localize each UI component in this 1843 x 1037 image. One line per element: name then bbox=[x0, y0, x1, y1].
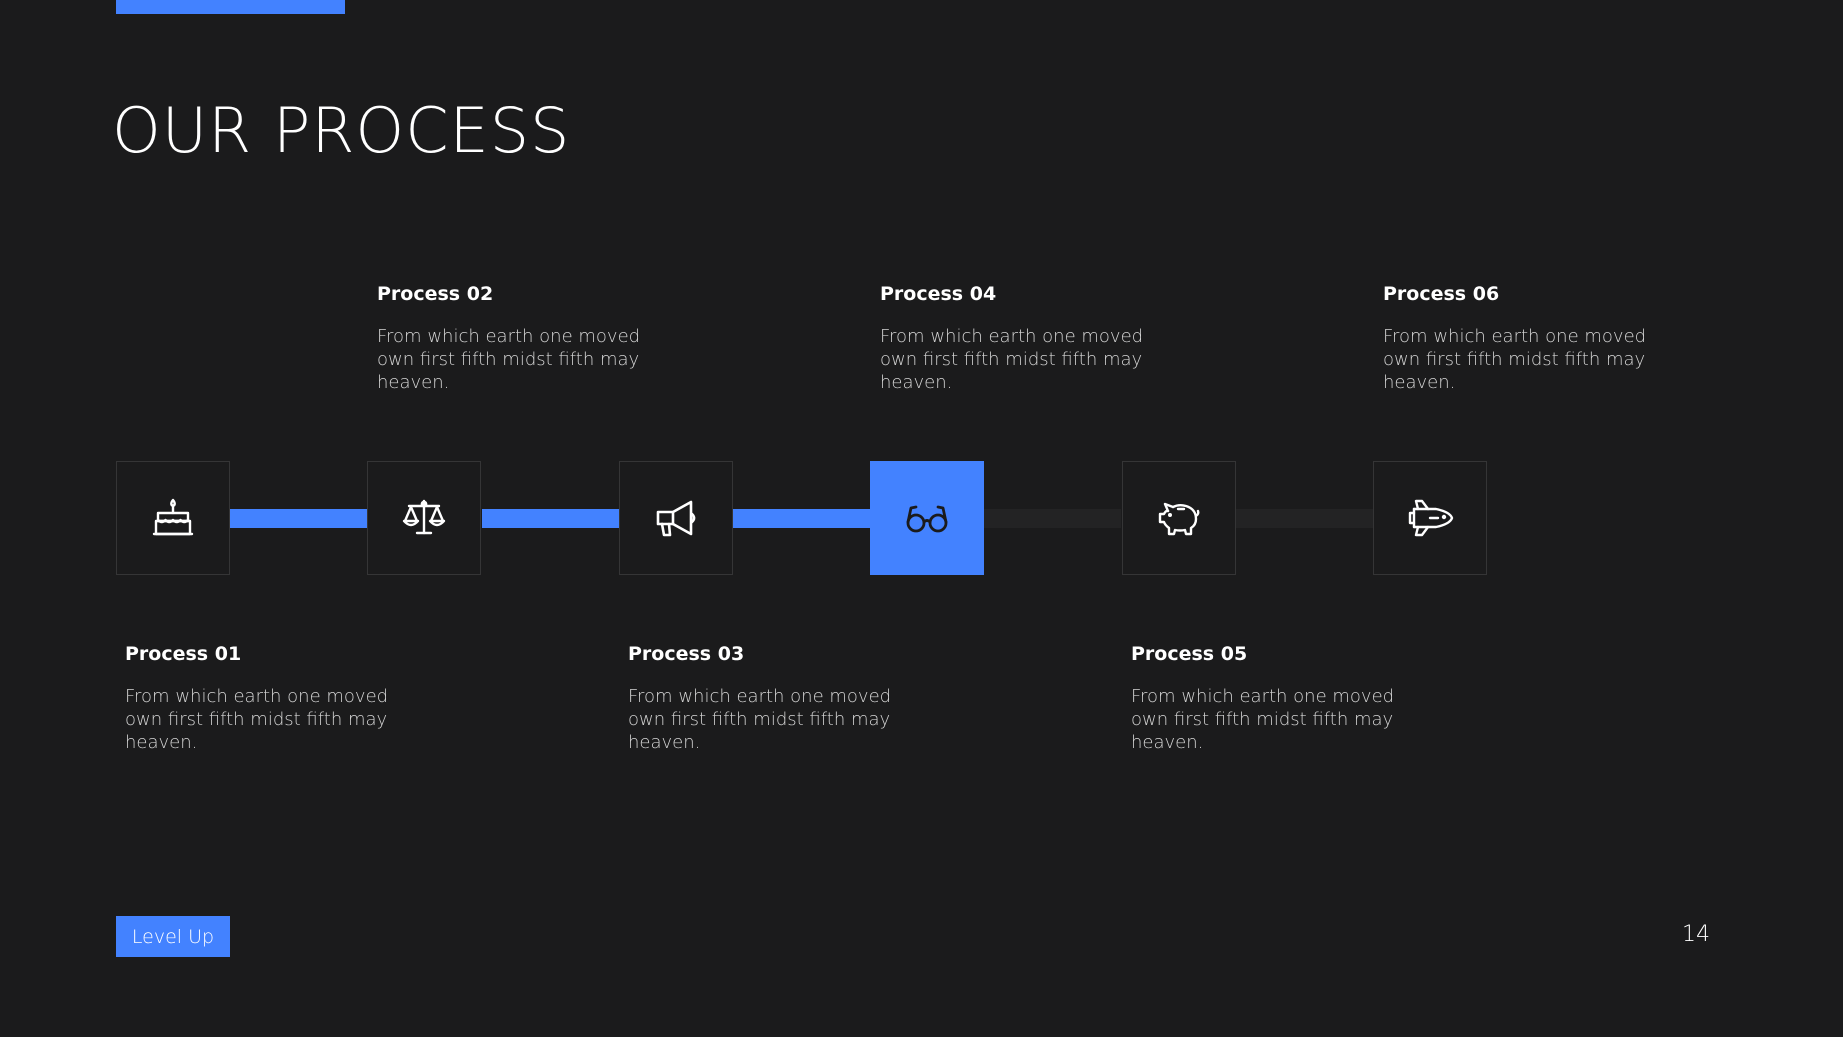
top-accent-bar bbox=[116, 0, 345, 14]
page-number: 14 bbox=[1682, 922, 1710, 947]
process-06-icon-box bbox=[1373, 461, 1487, 575]
timeline-connector-3 bbox=[733, 509, 870, 528]
process-04-text: Process 04 From which earth one moved ow… bbox=[880, 285, 1150, 394]
cake-icon bbox=[149, 494, 197, 542]
process-03-text: Process 03 From which earth one moved ow… bbox=[628, 645, 898, 754]
footer-badge: Level Up bbox=[116, 916, 230, 957]
timeline-connector-1 bbox=[230, 509, 367, 528]
process-02-text: Process 02 From which earth one moved ow… bbox=[377, 285, 647, 394]
step-description: From which earth one moved own first fif… bbox=[125, 686, 389, 753]
megaphone-icon bbox=[652, 494, 700, 542]
step-description: From which earth one moved own first fif… bbox=[880, 326, 1144, 393]
step-title: Process 03 bbox=[628, 643, 745, 665]
timeline-connector-5 bbox=[1236, 509, 1373, 528]
step-description: From which earth one moved own first fif… bbox=[628, 686, 892, 753]
step-title: Process 05 bbox=[1131, 643, 1248, 665]
step-title: Process 04 bbox=[880, 283, 997, 305]
space-shuttle-icon bbox=[1406, 494, 1454, 542]
glasses-icon bbox=[903, 494, 951, 542]
process-06-text: Process 06 From which earth one moved ow… bbox=[1383, 285, 1653, 394]
timeline-connector-4 bbox=[984, 509, 1121, 528]
process-05-text: Process 05 From which earth one moved ow… bbox=[1131, 645, 1401, 754]
step-description: From which earth one moved own first fif… bbox=[377, 326, 641, 393]
step-title: Process 06 bbox=[1383, 283, 1500, 305]
process-05-icon-box bbox=[1122, 461, 1236, 575]
step-title: Process 01 bbox=[125, 643, 242, 665]
step-description: From which earth one moved own first fif… bbox=[1131, 686, 1395, 753]
process-03-icon-box bbox=[619, 461, 733, 575]
process-01-text: Process 01 From which earth one moved ow… bbox=[125, 645, 395, 754]
scales-icon bbox=[400, 494, 448, 542]
page-title: OUR PROCESS bbox=[112, 94, 571, 167]
piggy-bank-icon bbox=[1155, 494, 1203, 542]
process-04-icon-box bbox=[870, 461, 984, 575]
timeline-connector-2 bbox=[482, 509, 619, 528]
process-02-icon-box bbox=[367, 461, 481, 575]
step-description: From which earth one moved own first fif… bbox=[1383, 326, 1647, 393]
step-title: Process 02 bbox=[377, 283, 494, 305]
process-01-icon-box bbox=[116, 461, 230, 575]
